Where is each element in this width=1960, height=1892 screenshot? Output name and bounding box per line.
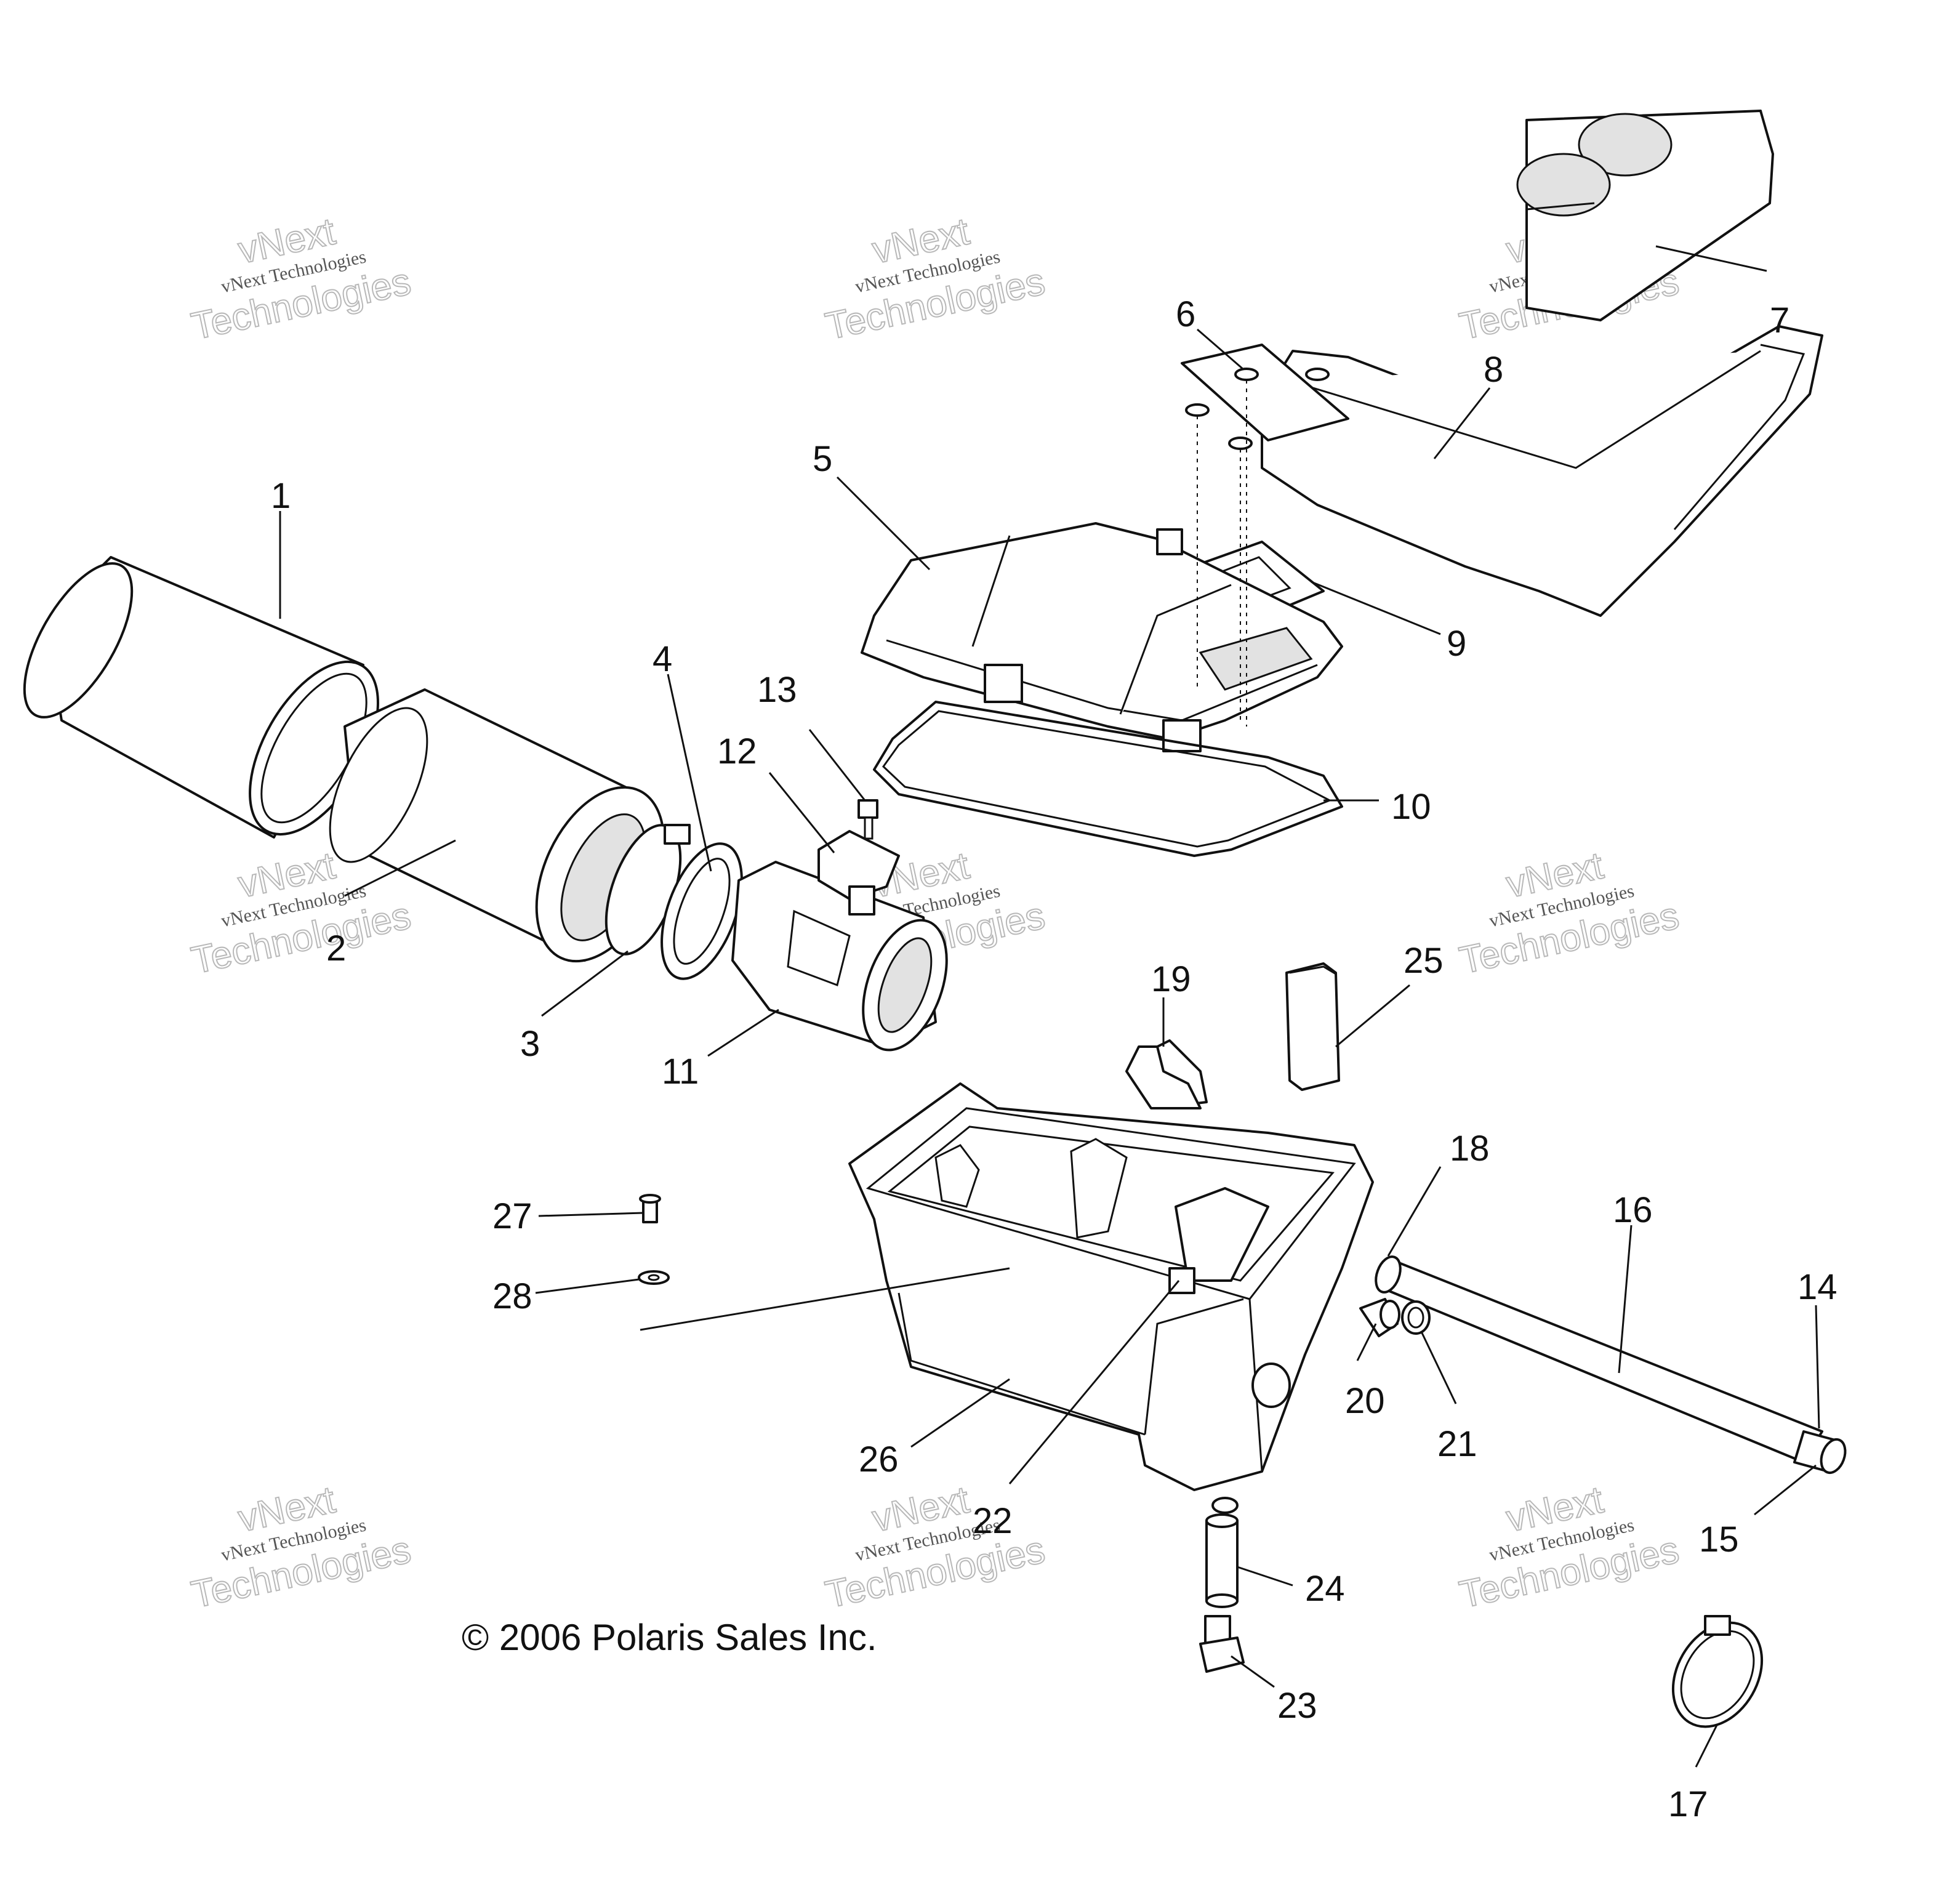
leader-14 xyxy=(1815,1305,1820,1429)
leader-3 xyxy=(541,950,629,1017)
washer-part xyxy=(638,1270,670,1285)
watermark: vNext vNext Technologies Technologies xyxy=(821,1478,1049,1617)
hose-clamp-part xyxy=(604,824,691,956)
lid-screws-part xyxy=(1185,368,1330,727)
callout-23: 23 xyxy=(1277,1686,1317,1726)
drain-seat-part xyxy=(1168,1267,1195,1294)
watermark: vNext vNext Technologies Technologies xyxy=(821,209,1049,348)
lid-seal-part xyxy=(873,701,1343,857)
callout-18: 18 xyxy=(1450,1129,1490,1169)
callout-19: 19 xyxy=(1151,959,1191,999)
leader-17 xyxy=(1695,1723,1719,1768)
leader-18 xyxy=(1387,1166,1442,1257)
callout-2: 2 xyxy=(326,928,346,968)
coupler-part xyxy=(661,842,743,980)
callout-13: 13 xyxy=(757,670,797,710)
callout-26: 26 xyxy=(859,1439,899,1479)
callout-28: 28 xyxy=(492,1276,532,1316)
watermark: vNext vNext Technologies Technologies xyxy=(187,209,415,348)
callout-25: 25 xyxy=(1404,941,1444,981)
leader-25 xyxy=(1335,984,1410,1048)
callout-20: 20 xyxy=(1345,1381,1385,1421)
callout-6: 6 xyxy=(1176,294,1195,334)
callout-17: 17 xyxy=(1668,1784,1708,1824)
callout-22: 22 xyxy=(973,1501,1013,1541)
callout-24: 24 xyxy=(1305,1569,1345,1609)
mount-bracket-part xyxy=(1125,1045,1202,1109)
small-clamp-part xyxy=(1401,1300,1431,1335)
leader-26 xyxy=(910,1378,1010,1448)
sensor-screw-part xyxy=(857,799,878,840)
throttle-body-part xyxy=(731,861,948,1052)
intake-cover-part xyxy=(1516,110,1774,321)
callout-4: 4 xyxy=(653,639,672,679)
leader-13 xyxy=(808,729,866,801)
watermark: vNext vNext Technologies Technologies xyxy=(1455,843,1683,983)
leader-28 xyxy=(535,1278,640,1294)
drain-hose-part xyxy=(1205,1513,1239,1608)
leader-8 xyxy=(1433,387,1491,459)
watermark: vNext vNext Technologies Technologies xyxy=(1455,1478,1683,1617)
callout-11: 11 xyxy=(662,1052,699,1092)
foam-block-part xyxy=(1285,962,1340,1091)
copyright-notice: © 2006 Polaris Sales Inc. xyxy=(462,1617,877,1658)
leader-7 xyxy=(1655,245,1767,272)
drain-valve-part xyxy=(1199,1615,1245,1673)
callout-3: 3 xyxy=(520,1024,540,1064)
airbox-base-part xyxy=(848,1039,1374,1514)
pre-filter-part xyxy=(23,556,379,839)
sensor-part xyxy=(817,830,900,916)
leader-lines xyxy=(279,245,1820,1768)
callout-labels: 1 2 3 4 5 6 7 8 9 10 11 12 13 14 15 16 1… xyxy=(271,294,1837,1824)
leader-2 xyxy=(344,839,456,897)
leader-11 xyxy=(707,1008,779,1057)
callout-21: 21 xyxy=(1437,1424,1477,1464)
push-rivet-part xyxy=(639,1194,661,1223)
callout-9: 9 xyxy=(1447,624,1466,664)
leader-21 xyxy=(1421,1332,1457,1404)
leader-22 xyxy=(1008,1280,1180,1484)
leader-16 xyxy=(1618,1225,1633,1374)
leader-9 xyxy=(1311,581,1441,635)
leader-4 xyxy=(667,674,712,872)
leader-20 xyxy=(1356,1323,1377,1361)
leader-5 xyxy=(836,476,931,571)
leader-23 xyxy=(1231,1655,1275,1688)
leader-12 xyxy=(768,772,835,853)
leader-6 xyxy=(1197,328,1244,371)
intake-duct-part xyxy=(1261,325,1823,617)
callout-1: 1 xyxy=(271,476,291,516)
air-filter-part xyxy=(329,688,665,963)
drain-tube-part xyxy=(1375,1255,1823,1463)
watermark: vNext vNext Technologies Technologies xyxy=(187,1478,415,1617)
callout-10: 10 xyxy=(1391,787,1431,827)
callout-27: 27 xyxy=(492,1196,532,1236)
leader-27 xyxy=(538,1212,644,1217)
leader-15 xyxy=(1754,1464,1817,1516)
leader-26a xyxy=(640,1267,1010,1331)
leader-24 xyxy=(1237,1566,1293,1587)
callout-15: 15 xyxy=(1699,1520,1739,1560)
callout-5: 5 xyxy=(813,439,832,479)
tube-end-cap-part xyxy=(1793,1430,1847,1475)
callout-8: 8 xyxy=(1484,350,1503,390)
airbox-lid-part xyxy=(861,522,1343,752)
callout-14: 14 xyxy=(1797,1267,1837,1307)
fitting-part xyxy=(1359,1298,1400,1337)
callout-7: 7 xyxy=(1770,300,1789,340)
hose-clamp-17-part xyxy=(1671,1615,1764,1728)
callout-16: 16 xyxy=(1613,1190,1653,1230)
callout-12: 12 xyxy=(717,731,757,771)
